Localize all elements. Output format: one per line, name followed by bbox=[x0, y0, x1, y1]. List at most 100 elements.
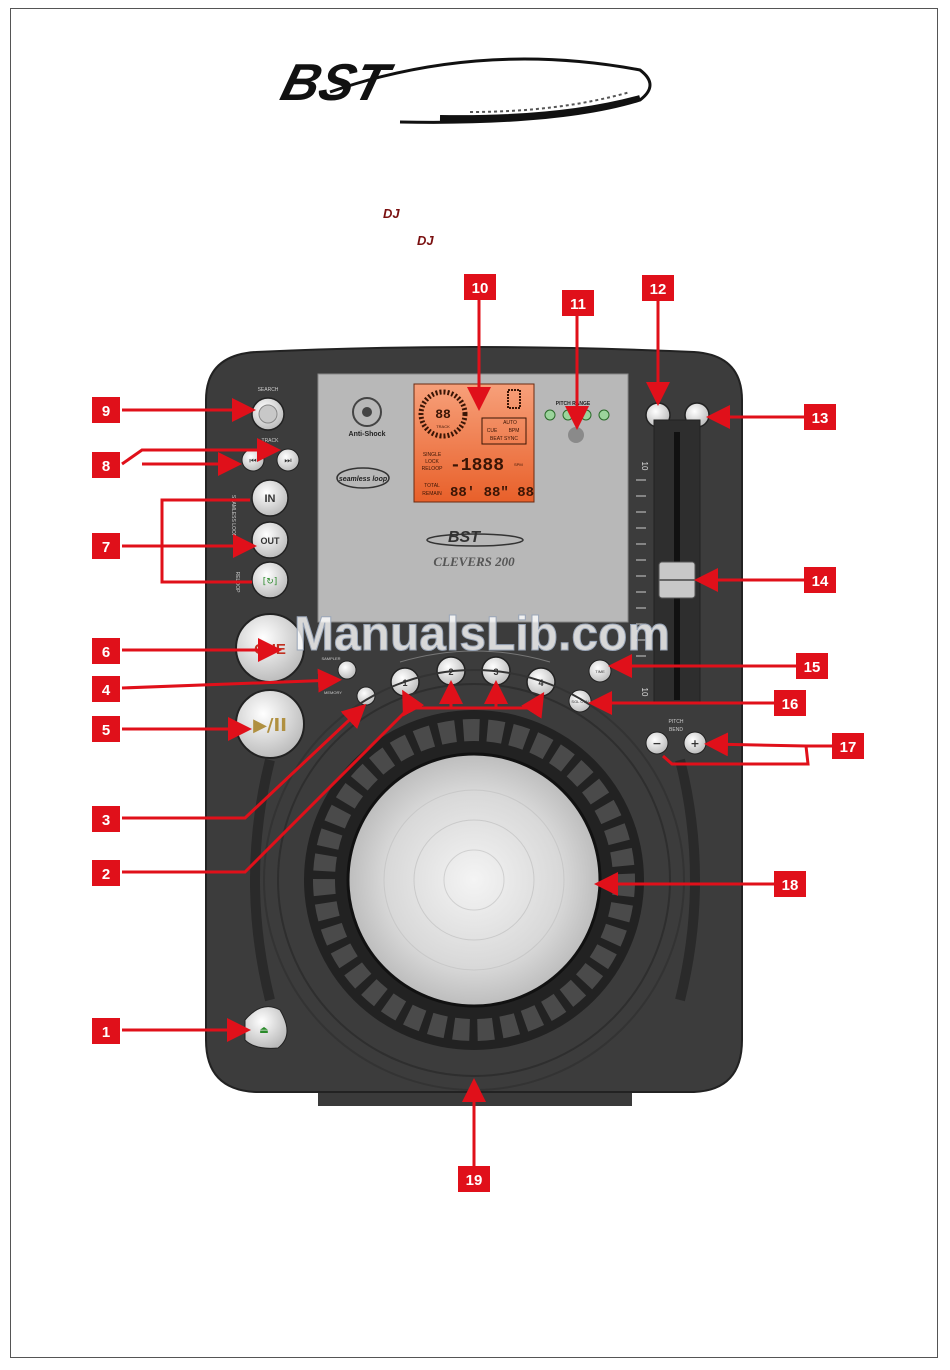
pitch-bend-plus-button[interactable]: + bbox=[683, 731, 707, 755]
sampler-button[interactable] bbox=[337, 660, 357, 680]
callout-10: 10 bbox=[464, 274, 496, 300]
lcd-counter: -1888 bbox=[450, 456, 504, 476]
callout-6: 6 bbox=[92, 638, 120, 664]
hot-cue-4-label: 4 bbox=[538, 678, 543, 688]
loop-out-button[interactable]: OUT bbox=[251, 521, 289, 559]
callout-1: 1 bbox=[92, 1018, 120, 1044]
lcd-track-digits: 88 bbox=[435, 407, 451, 422]
callout-lines bbox=[121, 298, 834, 1166]
lcd-single: SINGLE bbox=[423, 452, 442, 458]
callout-19: 19 bbox=[458, 1166, 490, 1192]
minus-label: − bbox=[652, 737, 661, 750]
callout-11: 11 bbox=[562, 290, 594, 316]
callout-15: 15 bbox=[796, 653, 828, 679]
svg-text:18: 18 bbox=[782, 877, 799, 894]
hot-cue-1-label: 1 bbox=[402, 678, 407, 688]
callout-2: 2 bbox=[92, 860, 120, 886]
callout-18: 18 bbox=[774, 871, 806, 897]
anti-shock-label: Anti-Shock bbox=[349, 431, 386, 438]
svg-text:7: 7 bbox=[102, 539, 110, 556]
callout-7: 7 bbox=[92, 533, 120, 559]
lcd-auto: AUTO bbox=[503, 420, 517, 426]
svg-text:15: 15 bbox=[804, 659, 821, 676]
svg-text:14: 14 bbox=[812, 573, 829, 590]
track-prev-button[interactable]: ⏮ bbox=[241, 448, 265, 472]
eject-label: ⏏ bbox=[259, 1025, 268, 1036]
time-label: TIME bbox=[595, 669, 605, 674]
lcd-total: TOTAL bbox=[424, 483, 440, 489]
loop-in-button[interactable]: IN bbox=[251, 479, 289, 517]
model-name: CLEVERS 200 bbox=[433, 554, 515, 569]
pitch-bottom-label: 10 bbox=[640, 688, 649, 697]
lcd-bpm: BPM bbox=[509, 428, 520, 434]
lcd-track-label: TRACK bbox=[436, 424, 450, 429]
lcd-reloop: RELOOP bbox=[422, 466, 444, 472]
svg-text:17: 17 bbox=[840, 739, 857, 756]
svg-text:4: 4 bbox=[102, 682, 111, 699]
lcd-cue: CUE bbox=[487, 428, 498, 434]
callout-16: 16 bbox=[774, 690, 806, 716]
dj-mark-1: DJ bbox=[383, 206, 400, 221]
sampler-label: SAMPLER bbox=[321, 656, 340, 661]
svg-text:5: 5 bbox=[102, 722, 110, 739]
pitch-range-sensor bbox=[568, 427, 584, 443]
svg-text:16: 16 bbox=[782, 696, 799, 713]
svg-text:8: 8 bbox=[102, 458, 110, 475]
track-next-button[interactable]: ⏭ bbox=[276, 448, 300, 472]
plus-label: + bbox=[690, 737, 699, 750]
loop-out-label: OUT bbox=[261, 536, 281, 546]
pitch-ticks bbox=[636, 479, 646, 657]
play-pause-button[interactable]: ▶/II bbox=[235, 689, 305, 759]
callout-17: 17 bbox=[832, 733, 864, 759]
lcd-beat-sync: BEAT SYNC bbox=[490, 436, 518, 442]
callout-3: 3 bbox=[92, 806, 120, 832]
jog-wheel[interactable] bbox=[263, 669, 685, 1091]
callout-5: 5 bbox=[92, 716, 120, 742]
pitch-slider[interactable]: 10 10 bbox=[636, 419, 701, 703]
time-button[interactable]: TIME bbox=[588, 659, 612, 683]
play-pause-label: ▶/II bbox=[253, 715, 287, 736]
loop-in-label: IN bbox=[265, 493, 276, 505]
lcd-lock: LOCK bbox=[425, 459, 439, 465]
seamless-loop-logo: seamless loop bbox=[336, 467, 390, 489]
dj-mark-2: DJ bbox=[417, 233, 434, 248]
svg-text:10: 10 bbox=[472, 280, 489, 297]
callout-12: 12 bbox=[642, 275, 674, 301]
track-label: TRACK bbox=[262, 438, 280, 444]
callout-4: 4 bbox=[92, 676, 120, 702]
lcd-display: 88 TRACK AUTO CUE BPM BEAT SYNC SINGLE L… bbox=[413, 383, 535, 503]
pitch-bend-minus-button[interactable]: − bbox=[645, 731, 669, 755]
model-brand: BST bbox=[448, 529, 481, 546]
brand-logo: BST bbox=[275, 54, 652, 124]
bend-label: BEND bbox=[669, 727, 683, 733]
watermark: ManualsLib.com bbox=[294, 608, 670, 661]
svg-text:6: 6 bbox=[102, 644, 110, 661]
search-label: SEARCH bbox=[258, 387, 279, 393]
svg-text:1: 1 bbox=[102, 1024, 110, 1041]
svg-text:11: 11 bbox=[570, 296, 586, 313]
reloop-button[interactable]: [↻] bbox=[251, 561, 289, 599]
lcd-pitch-unit: SPM bbox=[514, 462, 523, 467]
lcd-time: 88' 88" 88 bbox=[450, 485, 534, 501]
seamless-loop-label: seamless loop bbox=[339, 476, 388, 483]
callout-9: 9 bbox=[92, 397, 120, 423]
page-border bbox=[10, 8, 938, 1358]
sgl-ctn-label: SGL CTN bbox=[571, 699, 588, 704]
reloop-label: [↻] bbox=[263, 577, 278, 587]
eject-button[interactable]: ⏏ bbox=[244, 1006, 288, 1049]
callout-14: 14 bbox=[804, 567, 836, 593]
svg-text:12: 12 bbox=[650, 281, 667, 298]
lcd-remain: REMAIN bbox=[422, 491, 442, 497]
svg-text:9: 9 bbox=[102, 403, 110, 420]
anti-shock-logo: Anti-Shock bbox=[349, 397, 386, 438]
pitch-range-label: PITCH RANGE bbox=[556, 401, 591, 407]
logo-text: BST bbox=[275, 54, 399, 112]
seamless-loop-side-label: SEAMLESS LOOP bbox=[230, 495, 236, 538]
callout-8: 8 bbox=[92, 452, 120, 478]
model-logo: BST CLEVERS 200 bbox=[426, 529, 524, 569]
svg-text:3: 3 bbox=[102, 812, 110, 829]
pitch-label: PITCH bbox=[669, 719, 684, 725]
svg-text:⏭: ⏭ bbox=[284, 456, 291, 465]
jog-platter[interactable] bbox=[346, 752, 602, 1008]
